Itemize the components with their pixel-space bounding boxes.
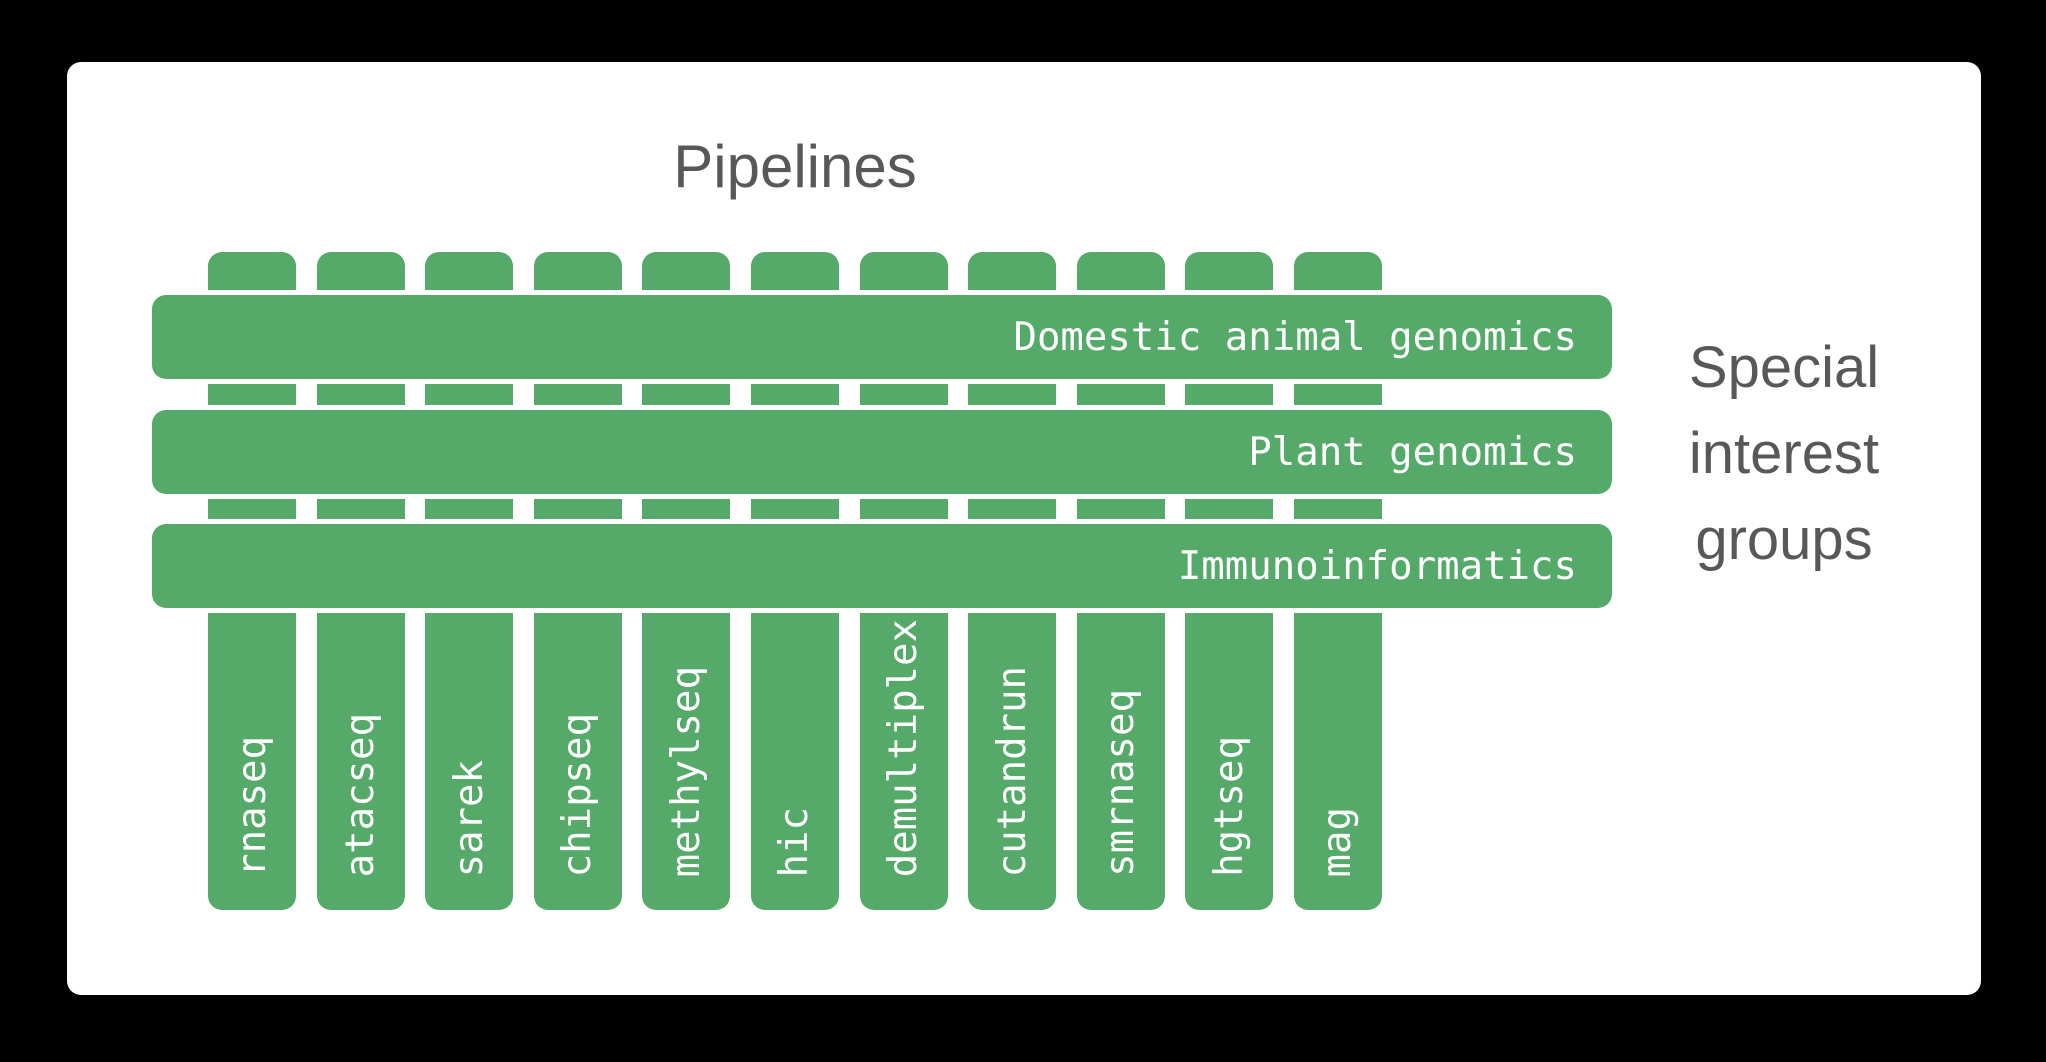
special-interest-groups-label: Special interest groups bbox=[1689, 325, 1879, 583]
pipeline-label: chipseq bbox=[555, 712, 601, 877]
pipeline-label: demultiplex bbox=[881, 618, 927, 877]
sig-bar-immunoinformatics: Immunoinformatics bbox=[152, 524, 1612, 608]
pipeline-label: hgtseq bbox=[1206, 736, 1252, 877]
pipeline-label: hic bbox=[772, 806, 818, 877]
sig-label-line: interest bbox=[1688, 421, 1880, 486]
sig-bar-domestic-animal-genomics: Domestic animal genomics bbox=[152, 295, 1612, 379]
pipeline-label: atacseq bbox=[338, 712, 384, 877]
sig-bar-label: Domestic animal genomics bbox=[1013, 314, 1577, 360]
pipeline-label: cutandrun bbox=[989, 665, 1035, 877]
sig-label-line: Special bbox=[1688, 335, 1880, 400]
sig-label-line: groups bbox=[1695, 507, 1873, 572]
pipelines-title: Pipelines bbox=[673, 133, 917, 200]
pipeline-label: sarek bbox=[446, 759, 492, 877]
pipeline-label: mag bbox=[1315, 806, 1361, 877]
sig-bar-label: Plant genomics bbox=[1248, 429, 1577, 475]
sig-bar-plant-genomics: Plant genomics bbox=[152, 410, 1612, 494]
pipeline-label: smrnaseq bbox=[1098, 689, 1144, 877]
pipeline-label: rnaseq bbox=[229, 736, 275, 877]
diagram-card: Pipelines Special interest groups rnaseq… bbox=[67, 62, 1981, 995]
sig-bar-label: Immunoinformatics bbox=[1177, 543, 1577, 589]
pipeline-label: methylseq bbox=[663, 665, 709, 877]
